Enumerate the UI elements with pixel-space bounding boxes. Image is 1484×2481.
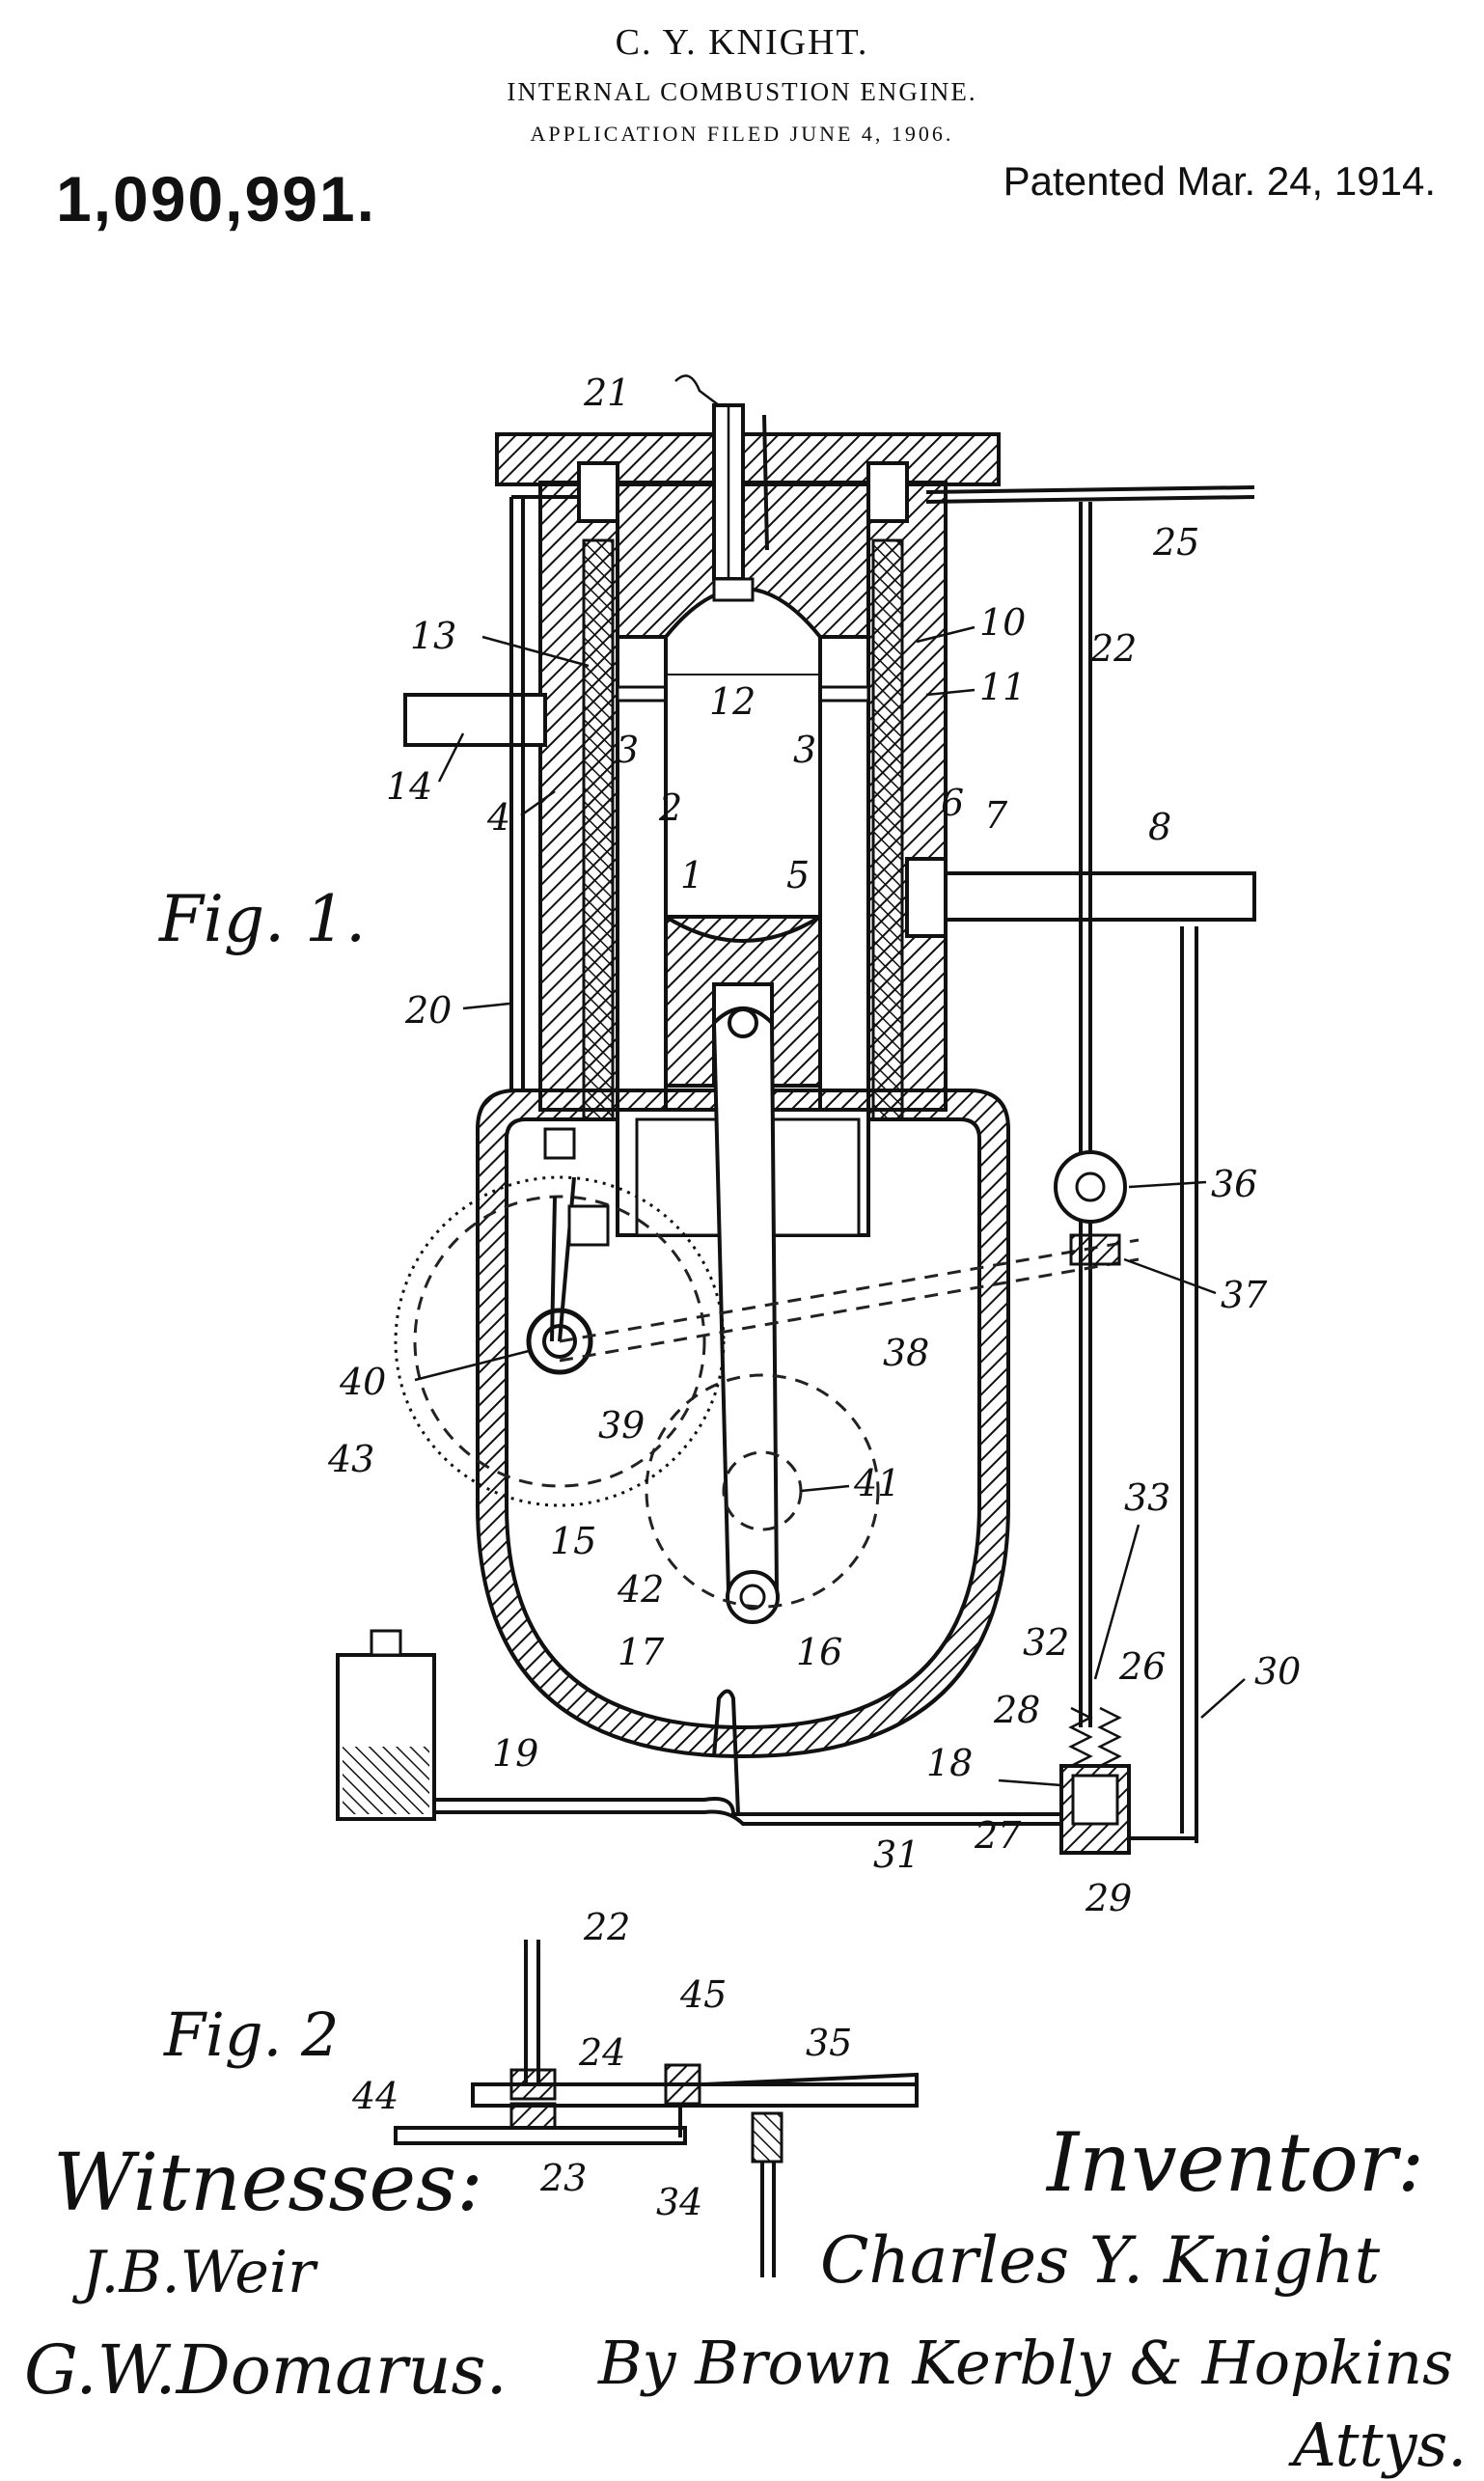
inventor-name-heading: C. Y. KNIGHT. [615, 22, 869, 63]
numeral-43: 43 [327, 1438, 374, 1480]
numeral-20: 20 [404, 989, 452, 1032]
numeral-25: 25 [1152, 521, 1199, 564]
numeral-8: 8 [1148, 806, 1171, 848]
witnesses-label: Witnesses: [53, 2137, 483, 2229]
fig2-numeral-22: 22 [583, 1906, 630, 1948]
fig1-numerals: 21 25 10 22 13 12 11 14 3 3 4 2 6 7 8 1 … [327, 372, 1301, 1919]
numeral-29: 29 [1085, 1877, 1132, 1919]
fig2-numeral-34: 34 [656, 2181, 702, 2223]
numeral-15: 15 [550, 1520, 596, 1562]
numeral-5: 5 [786, 854, 810, 896]
numeral-7: 7 [984, 794, 1008, 837]
patent-date: Patented Mar. 24, 1914. [1003, 158, 1436, 204]
fig1-engine-section [336, 374, 1256, 1855]
numeral-1: 1 [680, 854, 703, 896]
fig2-numeral-45: 45 [679, 1973, 727, 2016]
numeral-33: 33 [1124, 1476, 1170, 1519]
fig2-numeral-44: 44 [351, 2075, 398, 2117]
numeral-28: 28 [993, 1689, 1040, 1731]
fig2-detail: Fig. 2 [163, 1940, 919, 2277]
signature-block: Witnesses: J.B.Weir G.W.Domarus. Invento… [24, 2115, 1467, 2480]
numeral-42: 42 [617, 1568, 664, 1611]
fig2-numeral-23: 23 [539, 2157, 587, 2199]
numeral-37: 37 [1221, 1274, 1268, 1316]
numeral-36: 36 [1211, 1163, 1257, 1205]
patent-number: 1,090,991. [56, 163, 376, 234]
fig2-numeral-35: 35 [806, 2022, 852, 2064]
numeral-21: 21 [583, 372, 630, 414]
numeral-11: 11 [979, 666, 1026, 708]
cylinder-head-plate [495, 432, 1001, 486]
attys-label: Attys. [1288, 2410, 1467, 2480]
patent-title: INTERNAL COMBUSTION ENGINE. [507, 77, 977, 106]
numeral-16: 16 [796, 1631, 842, 1673]
numeral-17: 17 [618, 1631, 665, 1673]
numeral-3a: 3 [616, 729, 639, 771]
fig1-label: Fig. 1. [158, 882, 366, 956]
numeral-12: 12 [709, 680, 756, 723]
numeral-32: 32 [1023, 1621, 1069, 1664]
witness-signature-1: J.B.Weir [71, 2239, 318, 2306]
numeral-2: 2 [658, 786, 682, 829]
piston [664, 915, 822, 1088]
numeral-26: 26 [1118, 1645, 1166, 1688]
shaft-38 [559, 1238, 1140, 1343]
crank-path [645, 1373, 880, 1609]
numeral-30: 30 [1254, 1650, 1301, 1693]
attorneys-signature: By Brown Kerbly & Hopkins [597, 2328, 1453, 2398]
fig2-numeral-24: 24 [578, 2031, 625, 2074]
fig2-label: Fig. 2 [163, 1999, 339, 2070]
numeral-31: 31 [873, 1833, 920, 1876]
numeral-19: 19 [492, 1732, 538, 1775]
inventor-signature: Charles Y. Knight [820, 2223, 1381, 2298]
gear-43 [413, 1195, 706, 1488]
numeral-4: 4 [486, 796, 510, 839]
numeral-14: 14 [386, 765, 432, 808]
inventor-label: Inventor: [1045, 2115, 1424, 2210]
application-filed-line: APPLICATION FILED JUNE 4, 1906. [530, 122, 954, 146]
exhaust-pipe [939, 871, 1256, 922]
numeral-41: 41 [853, 1462, 900, 1504]
fig2-numerals: 22 45 24 35 44 23 34 [351, 1906, 852, 2223]
numeral-6: 6 [941, 782, 964, 824]
numeral-38: 38 [883, 1332, 929, 1374]
numeral-40: 40 [339, 1361, 386, 1403]
numeral-3b: 3 [793, 729, 816, 771]
leader-lines [414, 625, 1246, 1787]
numeral-39: 39 [598, 1404, 645, 1447]
numeral-13: 13 [410, 615, 456, 657]
numeral-27: 27 [974, 1814, 1022, 1857]
numeral-22: 22 [1089, 627, 1137, 670]
numeral-10: 10 [979, 601, 1026, 644]
oil-line-31 [434, 1797, 1061, 1816]
numeral-18: 18 [926, 1742, 973, 1784]
witness-signature-2: G.W.Domarus. [24, 2330, 508, 2410]
